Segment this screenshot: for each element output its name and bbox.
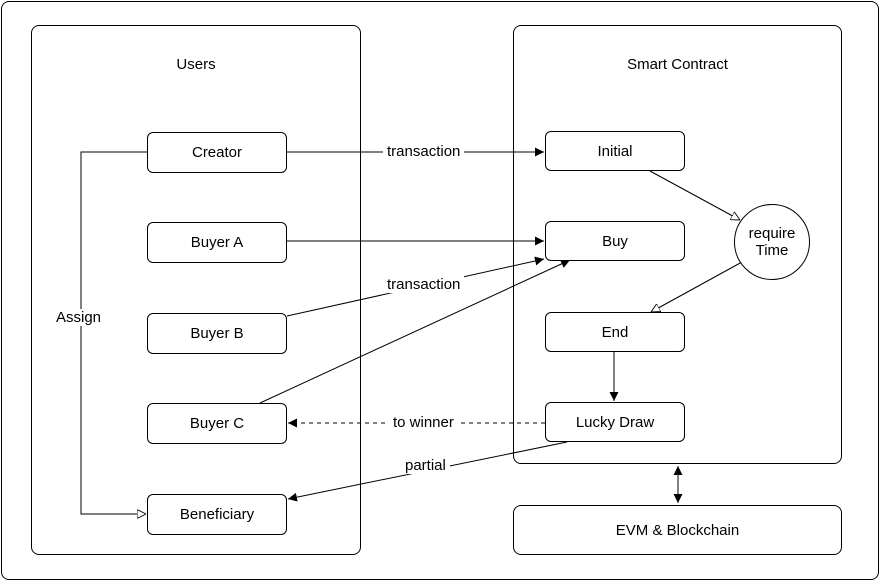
buy-node: Buy [545,221,685,261]
users-panel-title: Users [176,56,216,73]
users-panel [31,25,361,555]
edge-require-to-end [651,261,743,312]
end-node: End [545,312,685,352]
label-creator-transaction: transaction [383,143,465,160]
require-time-node: require Time [734,204,810,280]
evm-blockchain-node: EVM & Blockchain [513,505,842,555]
lucky-draw-node: Lucky Draw [545,402,685,442]
buyer-b-node: Buyer B [147,313,287,354]
edge-buyer-c-to-buy [259,259,571,404]
smart-contract-panel-title: Smart Contract [627,56,728,73]
edge-initial-to-require [649,170,740,220]
smart-contract-panel [513,25,842,464]
creator-node: Creator [147,132,287,173]
buyer-a-node: Buyer A [147,222,287,263]
require-time-line2: Time [755,242,789,259]
edge-assign [80,151,147,514]
require-time-line1: require [748,225,796,242]
initial-node: Initial [545,131,685,171]
buyer-c-node: Buyer C [147,403,287,444]
label-to-winner: to winner [389,414,458,431]
label-assign: Assign [52,309,106,326]
beneficiary-node: Beneficiary [147,494,287,535]
label-buyers-transaction: transaction [383,276,465,293]
label-partial: partial [401,457,450,474]
